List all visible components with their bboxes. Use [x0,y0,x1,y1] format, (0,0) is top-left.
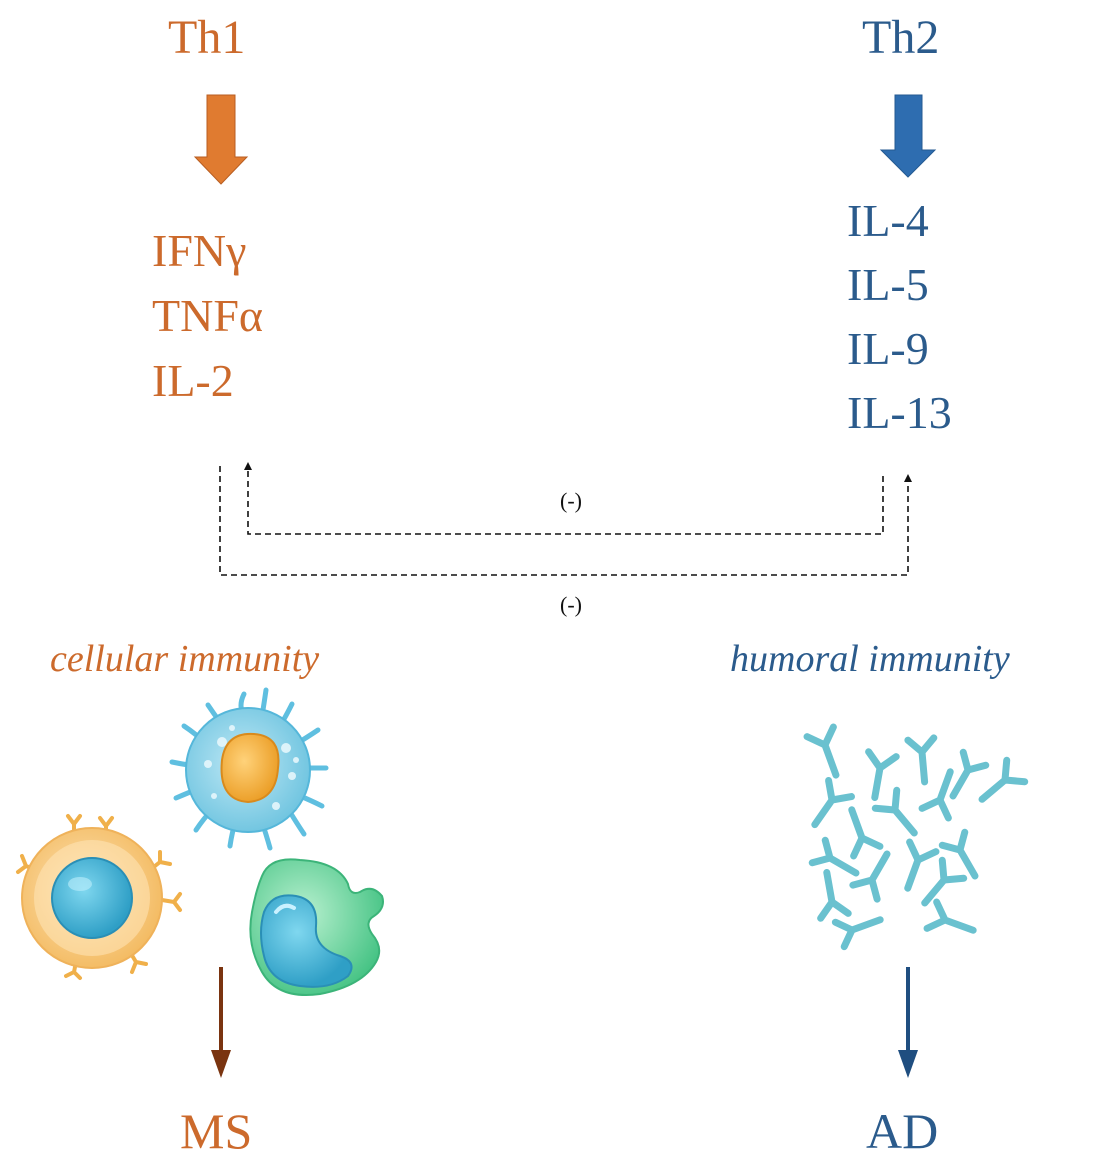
macrophage-icon [249,858,384,996]
th1-cytokine-tnf: TNFα [152,290,264,341]
th2-cytokine-il4: IL-4 [847,195,929,246]
inhibition-th2-to-th1 [244,462,884,535]
humoral-immunity-label: humoral immunity [730,638,1010,680]
dendritic-cell-icon [169,687,329,851]
ad-arrow [898,967,918,1078]
th2-cytokine-il5: IL-5 [847,259,929,310]
inhibition-upper-label: (-) [560,488,582,513]
antibody-cluster-icon [803,723,1029,951]
th1-cytokine-ifn: IFNγ [152,225,247,276]
cellular-immunity-label: cellular immunity [50,638,320,680]
ad-label: AD [866,1103,939,1159]
ms-label: MS [180,1103,253,1159]
th1-down-arrow [193,94,249,185]
th2-down-arrow [879,94,937,178]
th1-cytokine-il2: IL-2 [152,355,234,406]
th2-title: Th2 [862,11,940,64]
th2-cytokine-il13: IL-13 [847,387,952,438]
th1-title: Th1 [168,11,246,64]
th2-cytokine-il9: IL-9 [847,323,929,374]
lymphocyte-icon [16,814,182,980]
inhibition-lower-label: (-) [560,592,582,617]
inhibition-th1-to-th2 [219,466,912,576]
ms-arrow [211,967,231,1078]
